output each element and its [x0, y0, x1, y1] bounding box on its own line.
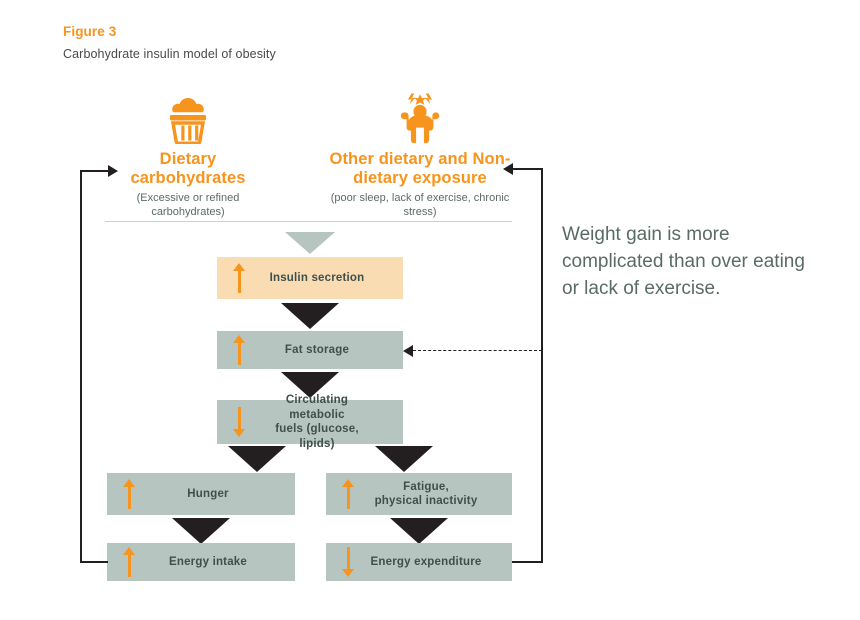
feedback-right-arrowhead	[503, 163, 513, 175]
node-label: Energy expenditure	[370, 555, 482, 568]
trend-up-icon	[107, 547, 151, 577]
feedback-right-vertical-segment	[541, 168, 543, 562]
node-label: Fat storage	[284, 343, 350, 356]
connector-hunger-to-energy-intake	[172, 518, 230, 544]
trend-up-icon	[217, 263, 261, 293]
feedback-left-bottom-segment	[80, 561, 108, 563]
node-label: Energy intake	[168, 555, 248, 568]
node-energy-expenditure: Energy expenditure	[326, 543, 512, 581]
connector-fuels-to-fatigue	[375, 446, 433, 472]
trend-up-icon	[107, 479, 151, 509]
connector-fatigue-to-energy-expenditure	[390, 518, 448, 544]
figure-title: Carbohydrate insulin model of obesity	[63, 47, 276, 61]
source-other-exposure: Other dietary and Non-dietary exposure (…	[326, 92, 514, 219]
feedback-left-arrowhead	[108, 165, 118, 177]
figure-label: Figure 3	[63, 24, 117, 39]
connector-insulin-to-fat-storage	[281, 303, 339, 329]
feedback-right-bottom-segment	[512, 561, 543, 563]
feedback-left-top-segment	[80, 170, 110, 172]
trend-up-icon	[326, 479, 370, 509]
section-divider	[105, 221, 512, 222]
node-label: Insulin secretion	[269, 271, 365, 284]
feedback-right-top-segment	[512, 168, 542, 170]
cupcake-icon	[104, 96, 272, 145]
trend-down-icon	[326, 547, 370, 577]
dashed-feedback-to-fat-storage	[413, 350, 542, 351]
node-label: Circulating metabolic fuels (glucose, li…	[275, 394, 359, 450]
connector-sources-to-insulin	[285, 232, 335, 254]
feedback-left-vertical-segment	[80, 170, 82, 562]
node-hunger: Hunger	[107, 473, 295, 515]
dashed-feedback-arrowhead	[403, 345, 413, 357]
node-label: Hunger	[187, 487, 229, 500]
node-fat-storage: Fat storage	[217, 331, 403, 369]
connector-fuels-to-hunger	[228, 446, 286, 472]
source-subtitle: (Excessive or refined carbohydrates)	[136, 192, 240, 218]
source-title: Other dietary and Non-dietary exposure	[329, 150, 511, 187]
stressed-person-icon	[326, 92, 514, 144]
source-dietary-carbohydrates: Dietary carbohydrates (Excessive or refi…	[104, 96, 272, 219]
node-circulating-fuels: Circulating metabolic fuels (glucose, li…	[217, 394, 403, 450]
trend-up-icon	[217, 335, 261, 365]
node-fatigue: Fatigue, physical inactivity	[326, 473, 512, 515]
node-insulin-secretion: Insulin secretion	[217, 257, 403, 299]
node-label: Fatigue, physical inactivity	[374, 480, 478, 508]
source-subtitle: (poor sleep, lack of exercise, chronic s…	[330, 192, 510, 218]
node-energy-intake: Energy intake	[107, 543, 295, 581]
source-title: Dietary carbohydrates	[130, 150, 246, 187]
pull-quote: Weight gain is more complicated than ove…	[562, 224, 805, 299]
connector-fat-storage-to-fuels	[281, 372, 339, 398]
trend-down-icon	[217, 407, 261, 437]
